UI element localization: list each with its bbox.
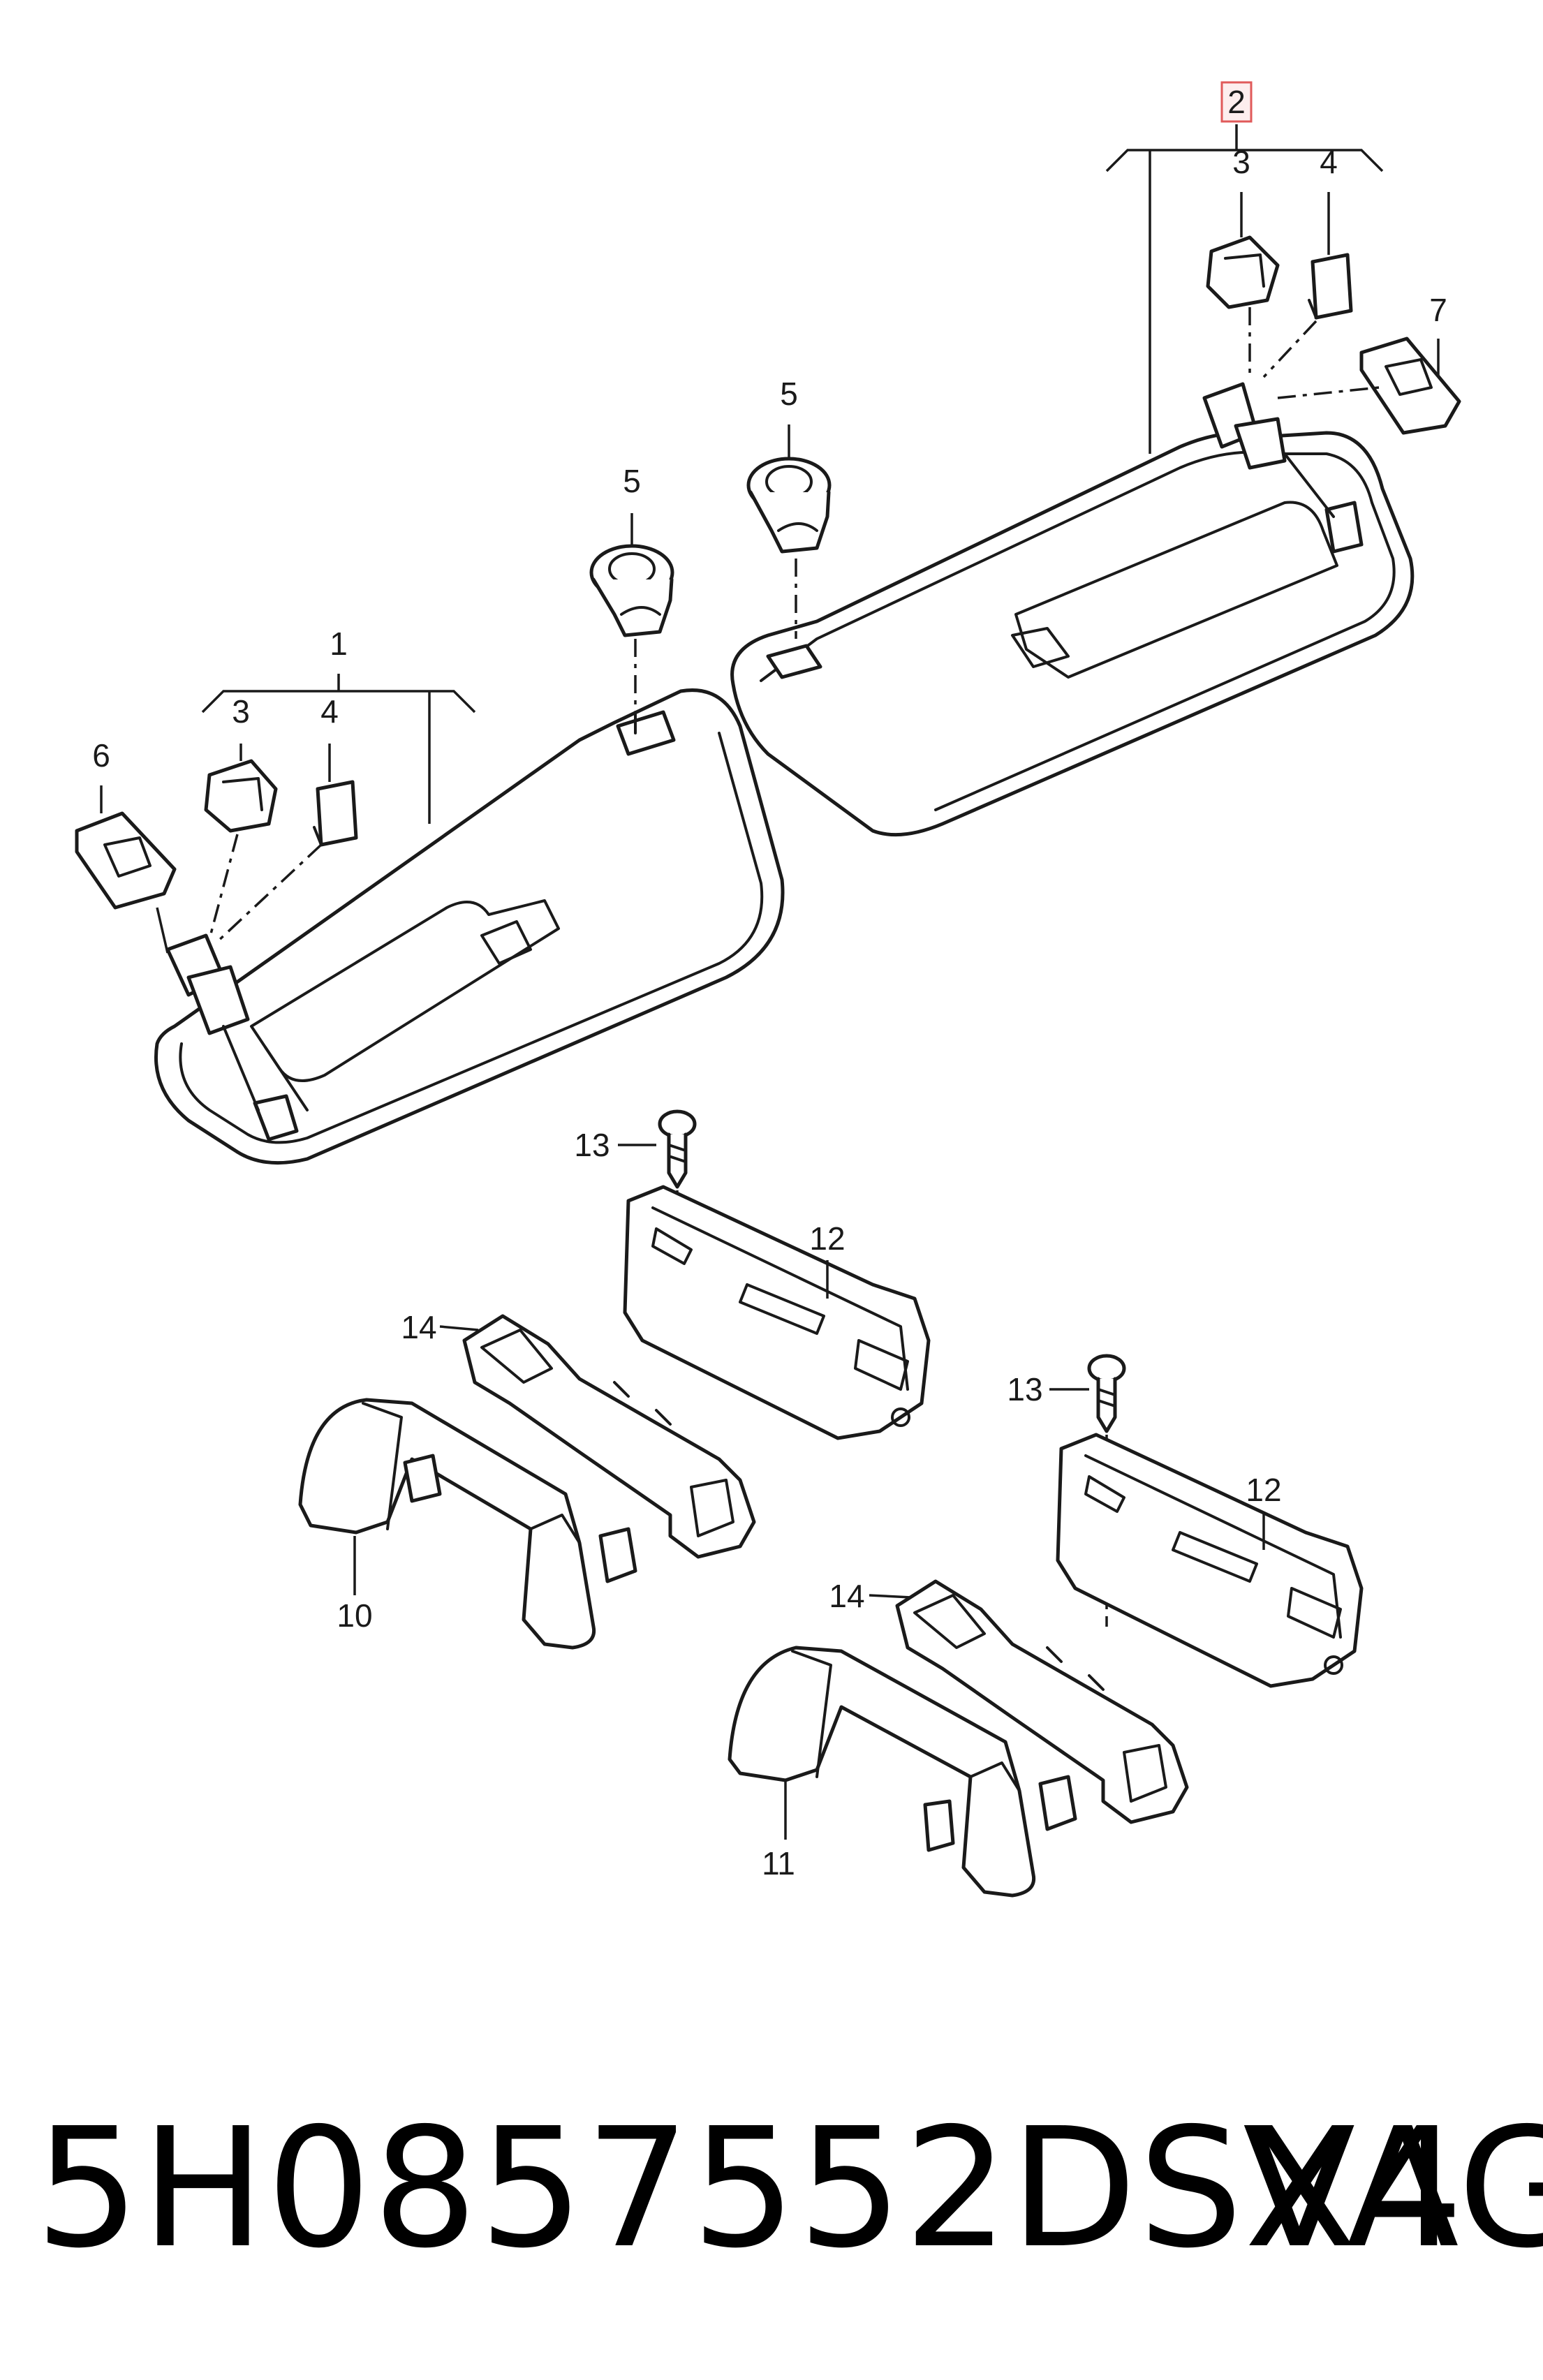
- hook-5-right: [746, 457, 832, 554]
- callout-2[interactable]: 2: [1227, 84, 1246, 120]
- screw-13-left: [658, 1109, 697, 1189]
- grab-handle-11: [728, 1646, 1077, 1898]
- callout-1[interactable]: 1: [330, 626, 348, 662]
- frame-14-left: [462, 1314, 756, 1559]
- callout-3-right[interactable]: 3: [1232, 144, 1250, 180]
- callout-5-right[interactable]: 5: [780, 376, 798, 412]
- grab-handle-10: [298, 1398, 637, 1650]
- brand-name: VAG: [1243, 2092, 1543, 2284]
- callout-10[interactable]: 10: [337, 1597, 372, 1634]
- callout-6[interactable]: 6: [92, 737, 110, 774]
- group-2-bracket: [1105, 124, 1384, 454]
- callout-4-right[interactable]: 4: [1320, 144, 1338, 180]
- callout-11[interactable]: 11: [762, 1845, 795, 1882]
- callout-13-right[interactable]: 13: [1007, 1371, 1042, 1407]
- mounting-bracket-12-left: [623, 1185, 931, 1440]
- cover-7: [1359, 337, 1461, 435]
- part-number: 5H0857552DSX4: [35, 2092, 1466, 2284]
- callout-12-right[interactable]: 12: [1246, 1472, 1281, 1508]
- hook-5-left: [589, 544, 674, 637]
- callout-4-left[interactable]: 4: [320, 693, 339, 730]
- clip-3-right: [1206, 235, 1280, 309]
- sun-visor-left: [154, 688, 785, 1165]
- sun-visor-right: [730, 382, 1415, 837]
- callout-12-left[interactable]: 12: [809, 1220, 845, 1257]
- callout-14-left[interactable]: 14: [401, 1309, 436, 1345]
- part-number-footer: 5H0857552DSX4 VAG: [35, 2084, 1543, 2293]
- callout-7[interactable]: 7: [1429, 292, 1447, 328]
- clip-3-left: [204, 759, 278, 833]
- connector-4-left: [313, 780, 358, 847]
- cover-6: [75, 811, 177, 910]
- mounting-bracket-12-right: [1056, 1433, 1364, 1688]
- group-1-bracket: [201, 674, 476, 824]
- callout-2-highlight: [1220, 81, 1253, 123]
- screw-13-right: [1087, 1354, 1126, 1433]
- callout-14-right[interactable]: 14: [829, 1578, 864, 1614]
- frame-14-right: [895, 1579, 1189, 1824]
- connector-4-right: [1308, 253, 1353, 320]
- callout-3-left[interactable]: 3: [232, 693, 250, 730]
- callout-13-left[interactable]: 13: [574, 1127, 610, 1163]
- callout-5-left[interactable]: 5: [623, 463, 641, 499]
